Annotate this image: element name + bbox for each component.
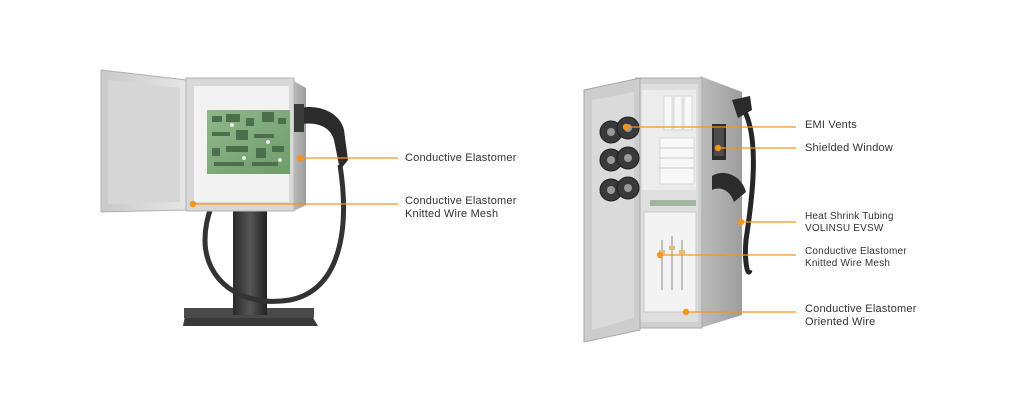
cabinet-charger — [583, 76, 756, 343]
label-emi-vents: EMI Vents — [805, 119, 857, 131]
label-elastomer-knitted-mesh: Conductive Elastomer Knitted Wire Mesh — [405, 195, 517, 220]
pedestal-charger — [100, 69, 348, 326]
leader-elastomer-knitted-mesh — [189, 200, 398, 208]
label-elastomer-knitted-mesh-2: Conductive Elastomer Knitted Wire Mesh — [805, 246, 907, 269]
leader-elastomer-oriented-wire — [682, 308, 796, 316]
label-conductive-elastomer: Conductive Elastomer — [405, 152, 517, 164]
lower-compartment — [643, 211, 697, 313]
leader-emi-vents — [622, 123, 796, 131]
connector-handle — [712, 172, 746, 202]
leader-heat-shrink — [737, 218, 796, 226]
label-heat-shrink: Heat Shrink Tubing VOLINSU EVSW — [805, 211, 894, 234]
leader-conductive-elastomer — [296, 154, 398, 162]
leader-shielded-window — [714, 144, 796, 152]
leader-elastomer-knitted-mesh-2 — [656, 251, 796, 259]
label-shielded-window: Shielded Window — [805, 142, 893, 154]
charging-cable — [202, 164, 346, 304]
label-elastomer-oriented-wire: Conductive Elastomer Oriented Wire — [805, 303, 917, 328]
callout-leaders — [189, 123, 796, 316]
emi-vent-fans — [599, 116, 640, 202]
charging-cable-right — [741, 108, 756, 275]
charging-connector — [300, 106, 348, 170]
base-plate — [183, 316, 318, 326]
